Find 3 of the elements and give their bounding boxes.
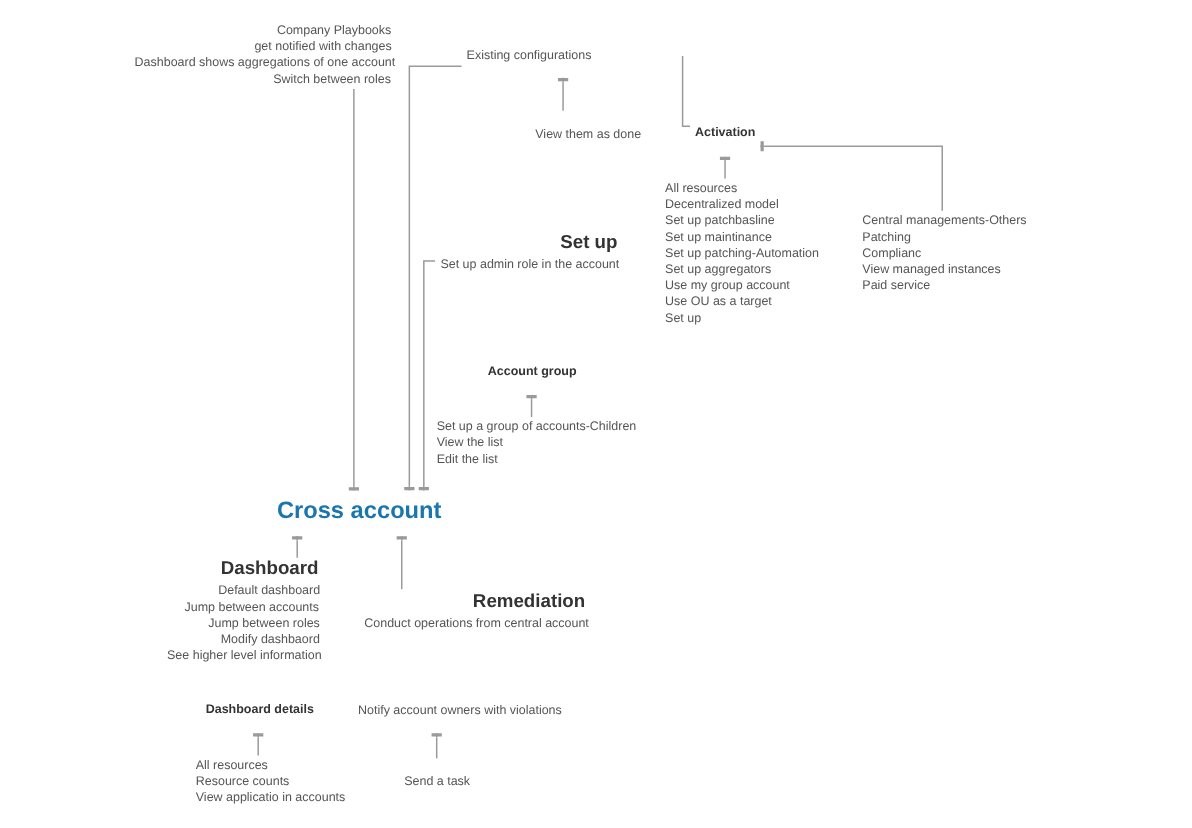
connector	[252, 732, 263, 757]
node-text: Cross account	[275, 496, 441, 525]
connector	[680, 55, 690, 128]
